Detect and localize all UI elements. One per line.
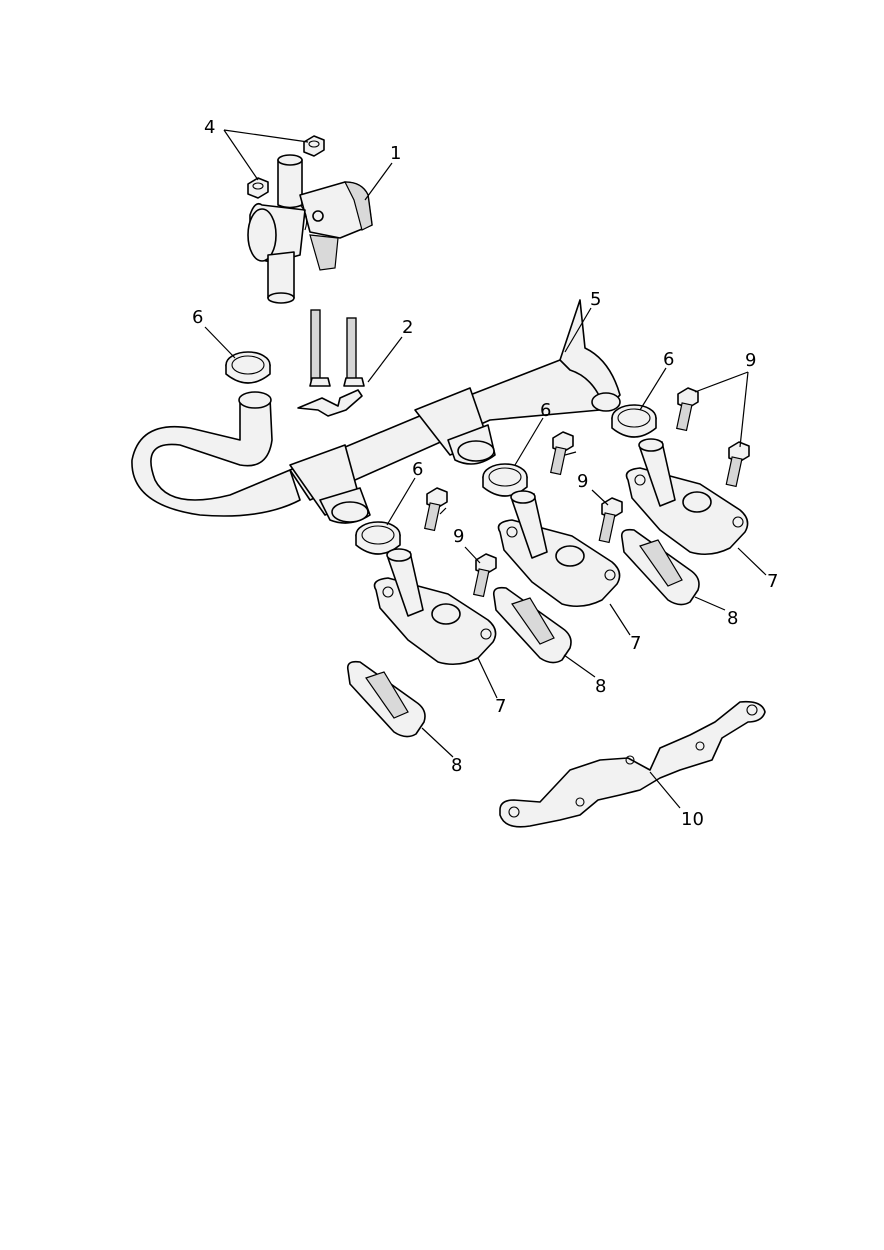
hose-clamp — [225, 351, 271, 384]
bolt — [675, 387, 699, 432]
reed-valve-cover — [373, 548, 497, 666]
callout-9: 9 — [577, 471, 588, 492]
air-pipe-assembly — [131, 299, 621, 524]
callout-9: 9 — [453, 526, 464, 547]
reed-valve-cover — [497, 490, 621, 608]
hose-clamp — [355, 521, 401, 555]
reed-valve-cover — [625, 438, 749, 556]
callout-5: 5 — [590, 289, 601, 310]
callout-6: 6 — [540, 400, 551, 421]
hose-clamp — [482, 463, 528, 497]
callout-7: 7 — [630, 633, 641, 654]
gasket — [346, 660, 426, 738]
leader-lines — [204, 129, 767, 809]
bolt — [423, 487, 448, 532]
callout-7: 7 — [767, 571, 778, 592]
bolt — [549, 431, 574, 476]
callout-2: 2 — [402, 317, 413, 338]
nut-right — [303, 135, 325, 157]
callout-6: 6 — [192, 307, 203, 328]
air-valve — [247, 154, 373, 304]
bolt — [598, 497, 623, 544]
callout-4: 4 — [204, 117, 215, 138]
stud-bracket — [297, 309, 365, 417]
callout-6: 6 — [663, 349, 674, 370]
callout-8: 8 — [451, 755, 462, 776]
bolt — [472, 553, 497, 598]
hose-clamp — [611, 404, 657, 438]
callout-6: 6 — [412, 459, 423, 480]
callout-8: 8 — [595, 676, 606, 697]
gasket — [492, 586, 572, 664]
mounting-bracket — [499, 700, 766, 828]
callout-1: 1 — [390, 143, 401, 164]
callout-10: 10 — [681, 809, 704, 830]
nut-left — [247, 177, 269, 199]
callout-7: 7 — [495, 696, 506, 717]
gasket — [620, 528, 700, 606]
callout-labels: 4 1 5 6 2 6 9 6 9 6 9 7 8 7 8 7 8 10 — [192, 117, 778, 830]
bolt — [725, 441, 750, 488]
callout-9: 9 — [745, 350, 756, 371]
callout-8: 8 — [727, 608, 738, 629]
